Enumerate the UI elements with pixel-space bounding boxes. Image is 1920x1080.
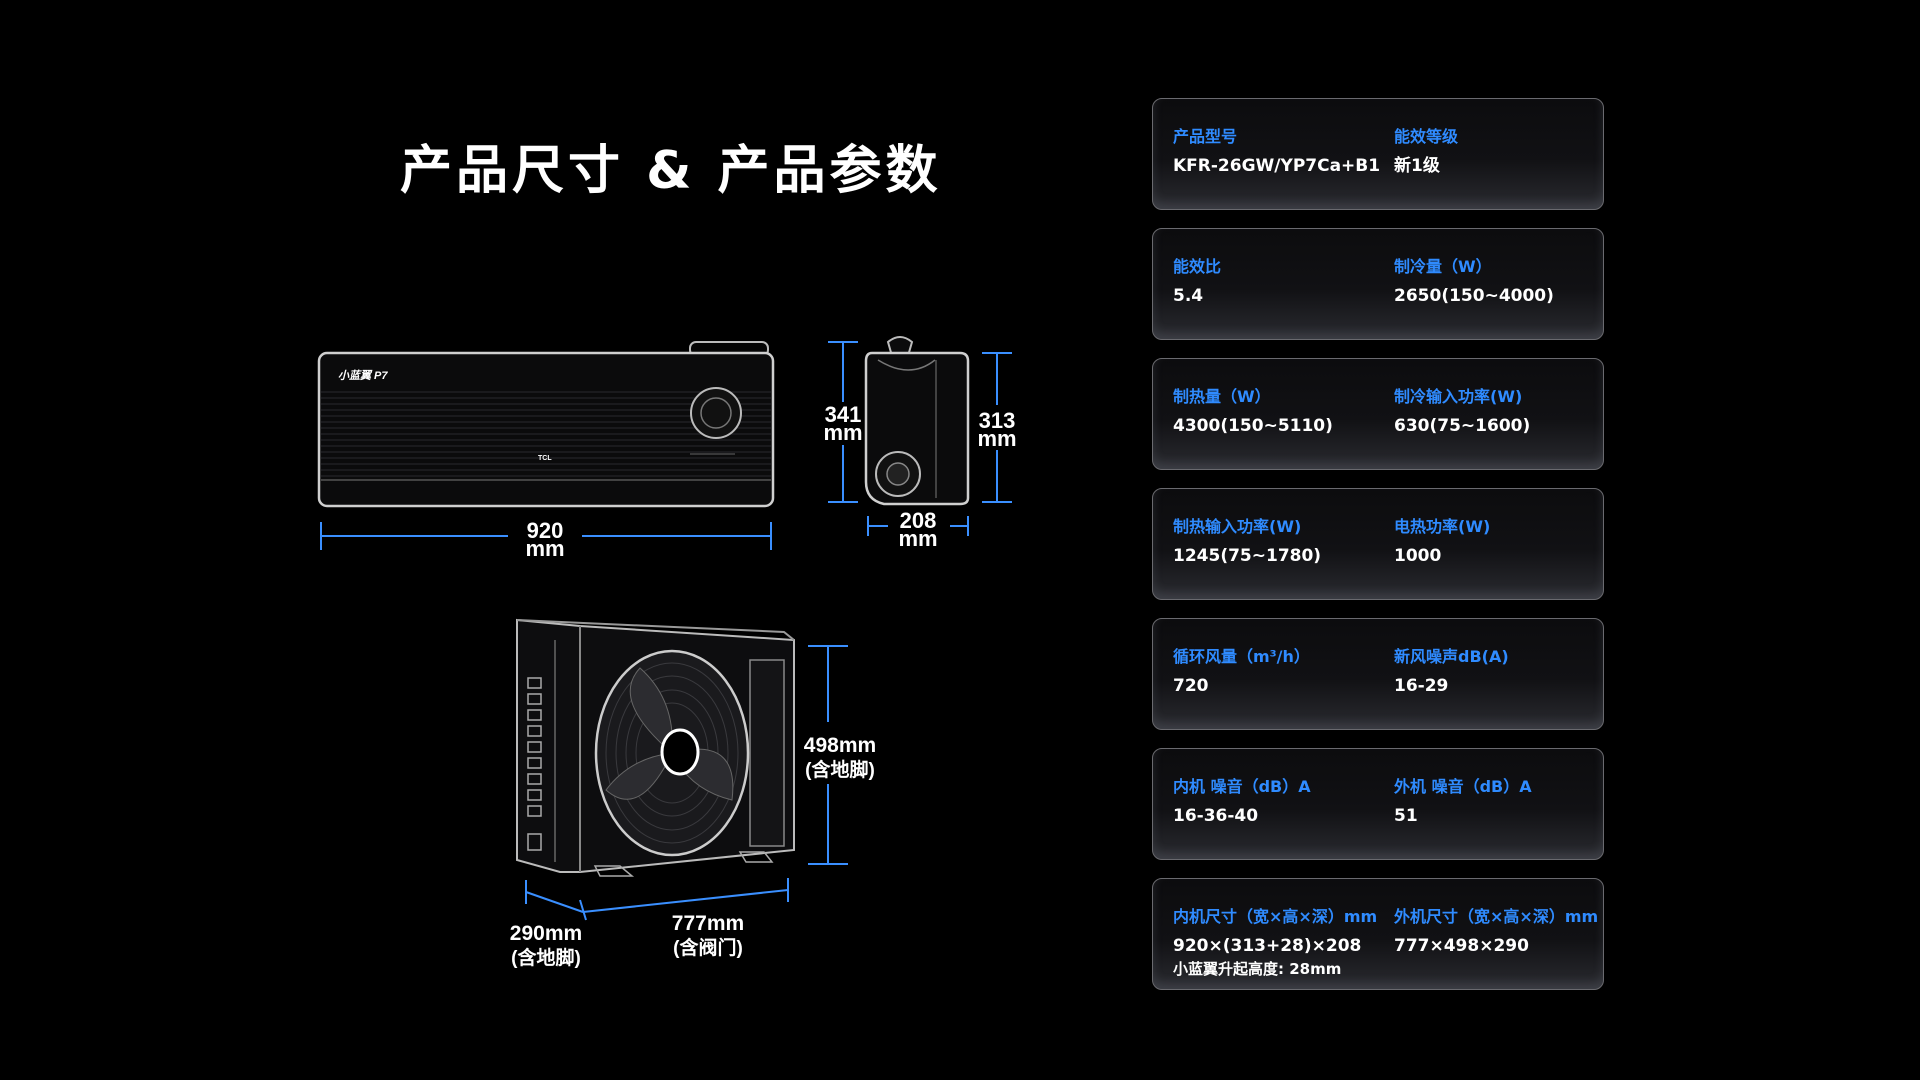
spec-cell: 能效等级 新1级 <box>1394 127 1609 177</box>
side-depth-value: 208 <box>900 508 937 533</box>
outdoor-base-dimension <box>525 878 789 921</box>
side-height-313-unit: mm <box>977 426 1016 451</box>
indoor-width-value: 920 <box>527 518 564 543</box>
outdoor-height-value: 498mm <box>804 734 876 757</box>
spec-card-model: 产品型号 KFR-26GW/YP7Ca+B1 能效等级 新1级 <box>1152 98 1604 210</box>
spec-label: 外机 噪音（dB）A <box>1394 777 1532 796</box>
spec-value: 920×(313+28)×208 <box>1173 936 1362 956</box>
outdoor-depth-note: (含地脚) <box>511 946 581 969</box>
outdoor-unit <box>516 618 795 877</box>
spec-value: 51 <box>1394 806 1418 826</box>
spec-label: 循环风量（m³/h） <box>1173 647 1310 666</box>
spec-cell: 新风噪声dB(A) 16-29 <box>1394 647 1609 697</box>
display-panel <box>690 387 742 439</box>
spec-value: 5.4 <box>1173 286 1204 306</box>
spec-value: 630(75~1600) <box>1394 416 1531 436</box>
spec-value: 720 <box>1173 676 1209 696</box>
spec-cell: 内机尺寸（宽×高×深）mm 920×(313+28)×208 小蓝翼升起高度: … <box>1173 907 1388 979</box>
spec-card-power: 制热输入功率(W) 1245(75~1780) 电热功率(W) 1000 <box>1152 488 1604 600</box>
spec-label: 内机尺寸（宽×高×深）mm <box>1173 907 1378 926</box>
spec-cell: 制冷输入功率(W) 630(75~1600) <box>1394 387 1609 437</box>
spec-label: 制热量（W） <box>1173 387 1271 406</box>
indoor-brand: TCL <box>538 455 552 462</box>
side-height-313-value: 313 <box>979 408 1016 433</box>
page-title: 产品尺寸 & 产品参数 <box>400 141 942 201</box>
outdoor-height-note: (含地脚) <box>805 758 875 781</box>
spec-cell: 电热功率(W) 1000 <box>1394 517 1609 567</box>
side-height-341-value: 341 <box>825 402 862 427</box>
spec-value: 1245(75~1780) <box>1173 546 1322 566</box>
spec-cell: 内机 噪音（dB）A 16-36-40 <box>1173 777 1388 827</box>
spec-label: 制冷输入功率(W) <box>1394 387 1523 406</box>
spec-card-heating: 制热量（W） 4300(150~5110) 制冷输入功率(W) 630(75~1… <box>1152 358 1604 470</box>
spec-label: 内机 噪音（dB）A <box>1173 777 1311 796</box>
product-drawings: 小蓝翼 P7 TCL 920 mm 341 mm 313 mm <box>317 336 1017 969</box>
spec-value: 16-29 <box>1394 676 1449 696</box>
outdoor-width-note: (含阀门) <box>673 936 743 959</box>
indoor-logo: 小蓝翼 P7 <box>338 369 388 382</box>
spec-label: 能效比 <box>1173 257 1222 276</box>
indoor-width-unit: mm <box>525 536 564 561</box>
spec-label: 制热输入功率(W) <box>1173 517 1302 536</box>
spec-cell: 制热输入功率(W) 1245(75~1780) <box>1173 517 1388 567</box>
spec-value: KFR-26GW/YP7Ca+B1 <box>1173 156 1381 176</box>
spec-label: 新风噪声dB(A) <box>1394 647 1509 666</box>
side-height-341-unit: mm <box>823 420 862 445</box>
spec-value: 新1级 <box>1394 156 1440 176</box>
spec-label: 制冷量（W） <box>1394 257 1492 276</box>
spec-card-noise: 内机 噪音（dB）A 16-36-40 外机 噪音（dB）A 51 <box>1152 748 1604 860</box>
spec-label: 外机尺寸（宽×高×深）mm <box>1394 907 1599 926</box>
spec-card-airflow: 循环风量（m³/h） 720 新风噪声dB(A) 16-29 <box>1152 618 1604 730</box>
spec-cell: 能效比 5.4 <box>1173 257 1388 307</box>
spec-value-secondary: 小蓝翼升起高度: 28mm <box>1173 960 1342 978</box>
side-height-341-dimension <box>828 341 858 503</box>
spec-cell: 制热量（W） 4300(150~5110) <box>1173 387 1388 437</box>
spec-cell: 外机 噪音（dB）A 51 <box>1394 777 1609 827</box>
spec-cell: 制冷量（W） 2650(150~4000) <box>1394 257 1609 307</box>
indoor-unit-side <box>864 336 970 506</box>
outdoor-width-value: 777mm <box>672 912 744 935</box>
spec-value: 4300(150~5110) <box>1173 416 1333 436</box>
spec-cell: 循环风量（m³/h） 720 <box>1173 647 1388 697</box>
side-height-313-dimension <box>982 352 1012 503</box>
spec-cards: 产品型号 KFR-26GW/YP7Ca+B1 能效等级 新1级 能效比 5.4 … <box>1152 98 1604 1008</box>
side-depth-dimension <box>867 516 969 536</box>
spec-value: 16-36-40 <box>1173 806 1259 826</box>
spec-card-efficiency: 能效比 5.4 制冷量（W） 2650(150~4000) <box>1152 228 1604 340</box>
indoor-unit-front: 小蓝翼 P7 TCL <box>317 341 775 508</box>
spec-card-dimensions: 内机尺寸（宽×高×深）mm 920×(313+28)×208 小蓝翼升起高度: … <box>1152 878 1604 990</box>
outdoor-height-dimension <box>808 645 848 865</box>
spec-label: 产品型号 <box>1173 127 1238 146</box>
spec-label: 能效等级 <box>1394 127 1459 146</box>
spec-cell: 外机尺寸（宽×高×深）mm 777×498×290 <box>1394 907 1609 957</box>
spec-cell: 产品型号 KFR-26GW/YP7Ca+B1 <box>1173 127 1388 177</box>
outdoor-depth-value: 290mm <box>510 922 582 945</box>
indoor-width-dimension <box>320 522 772 550</box>
spec-value: 2650(150~4000) <box>1394 286 1554 306</box>
spec-value: 777×498×290 <box>1394 936 1529 956</box>
spec-label: 电热功率(W) <box>1394 517 1491 536</box>
spec-value: 1000 <box>1394 546 1442 566</box>
side-depth-unit: mm <box>898 526 937 551</box>
